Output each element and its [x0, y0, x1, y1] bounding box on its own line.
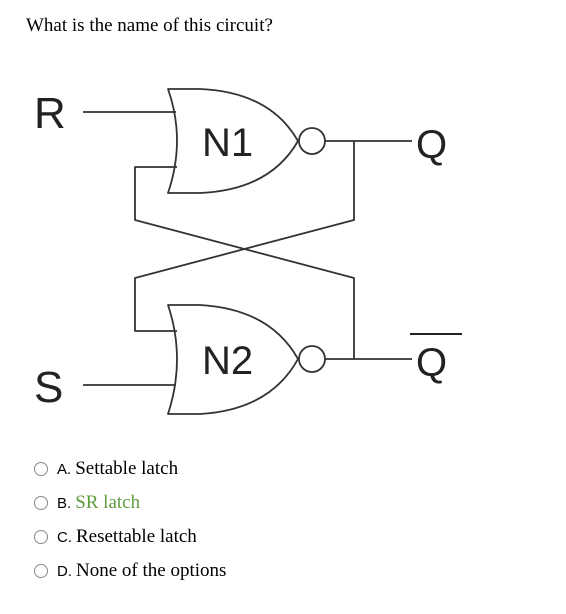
option-letter: B. — [57, 494, 72, 512]
sr-latch-diagram: R S N1 N2 Q Q — [34, 88, 462, 415]
nor-gate-n2-body — [167, 304, 299, 415]
radio-button-icon[interactable] — [34, 530, 48, 544]
nor-gate-n2-bubble — [298, 345, 326, 373]
nor-gate-n1-bubble — [298, 127, 326, 155]
option-letter: C. — [57, 528, 72, 546]
label-n1: N1 — [202, 121, 253, 165]
option-letter: A. — [57, 460, 72, 478]
option-label: SR latch — [75, 492, 141, 513]
answer-options: A. Settable latch B. SR latch C. Resetta… — [34, 452, 226, 588]
option-a[interactable]: A. Settable latch — [34, 452, 226, 486]
radio-button-icon[interactable] — [34, 496, 48, 510]
option-label: Resettable latch — [76, 526, 197, 547]
option-letter: D. — [57, 562, 72, 580]
option-label: None of the options — [76, 560, 227, 581]
wire-feedback-qbar — [134, 166, 355, 359]
option-label: Settable latch — [75, 458, 179, 479]
nor-gate-n1-body — [167, 88, 299, 194]
label-q: Q — [416, 123, 447, 167]
option-b[interactable]: B. SR latch — [34, 486, 226, 520]
label-q-bar: Q — [416, 341, 447, 385]
option-d[interactable]: D. None of the options — [34, 554, 226, 588]
question-text: What is the name of this circuit? — [26, 15, 273, 36]
radio-button-icon[interactable] — [34, 564, 48, 578]
label-s: S — [34, 363, 63, 412]
wire-feedback-q — [134, 141, 355, 332]
label-n2: N2 — [202, 339, 253, 383]
option-c[interactable]: C. Resettable latch — [34, 520, 226, 554]
radio-button-icon[interactable] — [34, 462, 48, 476]
label-r: R — [34, 89, 66, 138]
